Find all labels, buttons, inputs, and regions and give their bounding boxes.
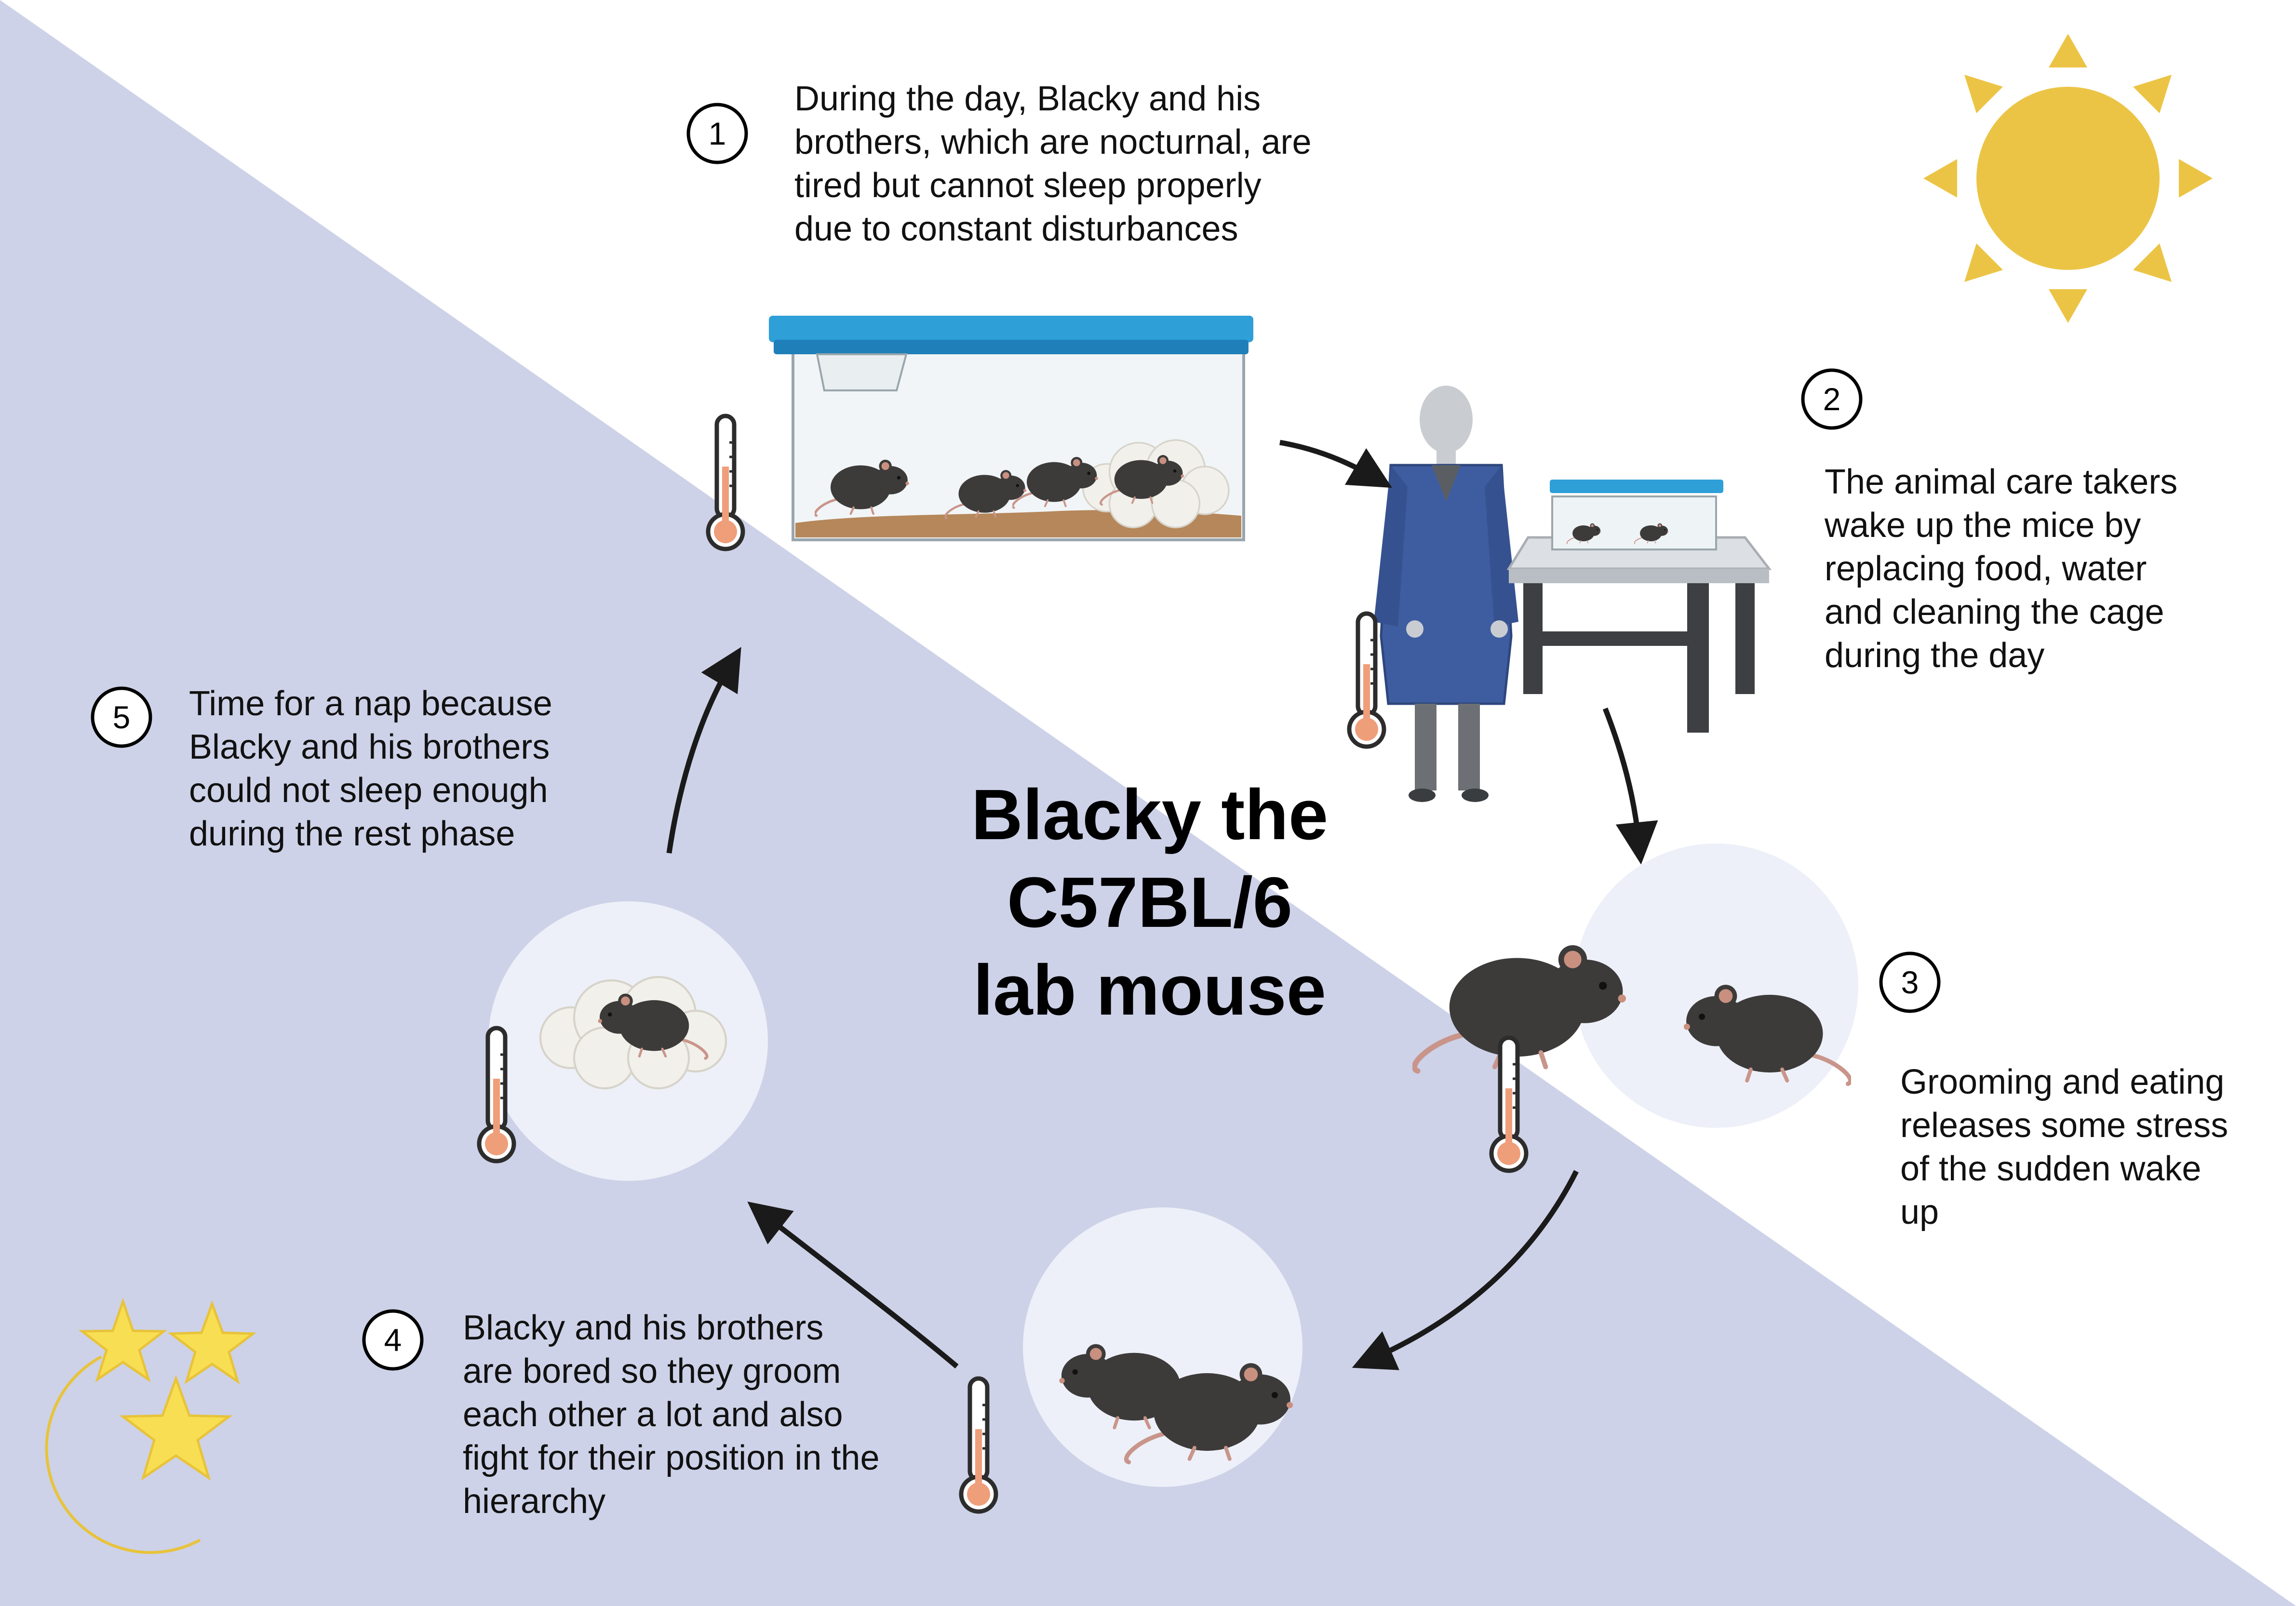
step-2-text: The animal care takers wake up the mice … [1825,463,2178,675]
sun-icon [1923,34,2213,323]
arrow-icon [666,647,741,854]
arrow-icon [1352,1170,1579,1370]
title-line-3: lab mouse [973,950,1326,1030]
cage-icon [769,316,1253,541]
step-2-badge: 2 [1801,368,1863,430]
svg-text:1: 1 [709,116,726,151]
diagram-title: Blacky the C57BL/6 lab mouse [906,771,1393,1034]
step-3-badge: 3 [1879,951,1941,1013]
title-line-2: C57BL/6 [1007,863,1293,942]
moon-icon [45,1355,201,1554]
star-icon [167,1300,257,1384]
caretaker-icon [1374,386,1518,802]
star-icon [119,1375,233,1481]
arrow-icon [747,1201,959,1369]
svg-text:5: 5 [113,699,131,735]
step-5-badge: 5 [91,686,152,748]
title-line-1: Blacky the [971,775,1329,855]
arrow-icon [1279,440,1393,488]
star-icon [78,1298,168,1383]
step-5-text: Time for a nap because Blacky and his br… [189,684,552,853]
step-3-text: Grooming and eating releases some stress… [1900,1063,2229,1231]
svg-text:2: 2 [1823,381,1841,417]
step-1-text: During the day, Blacky and his brothers,… [794,80,1312,248]
step-1-badge: 1 [686,103,748,164]
svg-text:4: 4 [384,1322,402,1358]
step-4-badge: 4 [362,1309,424,1371]
arrow-icon [1602,708,1658,865]
step-4-text: Blacky and his brothers are bored so the… [463,1309,880,1521]
scene-circle-fighting [1023,1207,1302,1487]
svg-text:3: 3 [1901,964,1919,1000]
lab-table-icon [1506,480,1772,733]
